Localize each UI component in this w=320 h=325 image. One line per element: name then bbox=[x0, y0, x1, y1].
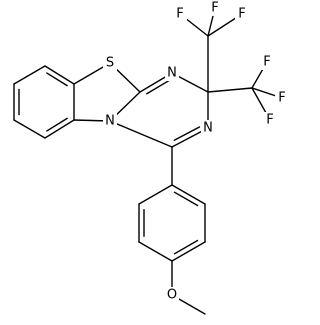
fluorine-atom-label-2: F bbox=[208, 0, 222, 16]
nitrogen-atom-label-upper: N bbox=[165, 65, 179, 81]
bond-p6-p1 bbox=[138, 184, 173, 205]
double-bond-b4-b5 bbox=[46, 117, 68, 132]
svg-text:N: N bbox=[167, 66, 177, 81]
double-bond-p3-p4 bbox=[173, 239, 199, 255]
double-bond-C2-Nt bbox=[146, 79, 170, 95]
fluorine-atom-label-1: F bbox=[173, 6, 187, 22]
nitrogen-atom-label-lower: N bbox=[201, 120, 215, 136]
svg-text:F: F bbox=[266, 113, 273, 128]
bond-b6-b1 bbox=[44, 65, 75, 85]
fluorine-atom-label-3: F bbox=[235, 6, 249, 22]
bond-b1-b2 bbox=[13, 65, 46, 85]
svg-text:S: S bbox=[106, 56, 114, 71]
double-bond-b6-b1 bbox=[46, 72, 68, 87]
double-bond-Nb-C4 bbox=[173, 126, 201, 141]
svg-text:O: O bbox=[167, 288, 177, 303]
fluorine-atom-label-4: F bbox=[260, 54, 274, 70]
svg-text:N: N bbox=[105, 114, 115, 129]
bond-C4-N3 bbox=[109, 120, 173, 148]
double-bond-p1-p2 bbox=[173, 191, 199, 207]
sulfur-atom-label: S bbox=[103, 55, 117, 71]
svg-text:F: F bbox=[238, 7, 245, 22]
svg-text:F: F bbox=[211, 1, 218, 16]
svg-text:F: F bbox=[176, 7, 183, 22]
svg-text:F: F bbox=[278, 91, 285, 106]
oxygen-atom-label: O bbox=[165, 287, 179, 303]
bond-p1-p2 bbox=[171, 184, 206, 205]
fluorine-atom-label-6: F bbox=[263, 112, 277, 128]
bond-p3-p4 bbox=[171, 241, 206, 262]
bond-Cq-Cb bbox=[207, 87, 253, 93]
bond-p4-p5 bbox=[138, 241, 173, 262]
bond-b3-b4 bbox=[13, 119, 46, 139]
fluorine-atom-label-5: F bbox=[275, 90, 289, 106]
svg-text:F: F bbox=[263, 55, 270, 70]
bond-group bbox=[13, 7, 283, 315]
svg-text:N: N bbox=[203, 121, 213, 136]
nitrogen-atom-label-ring-junction: N bbox=[103, 113, 117, 129]
bond-b4-b5 bbox=[44, 119, 75, 139]
